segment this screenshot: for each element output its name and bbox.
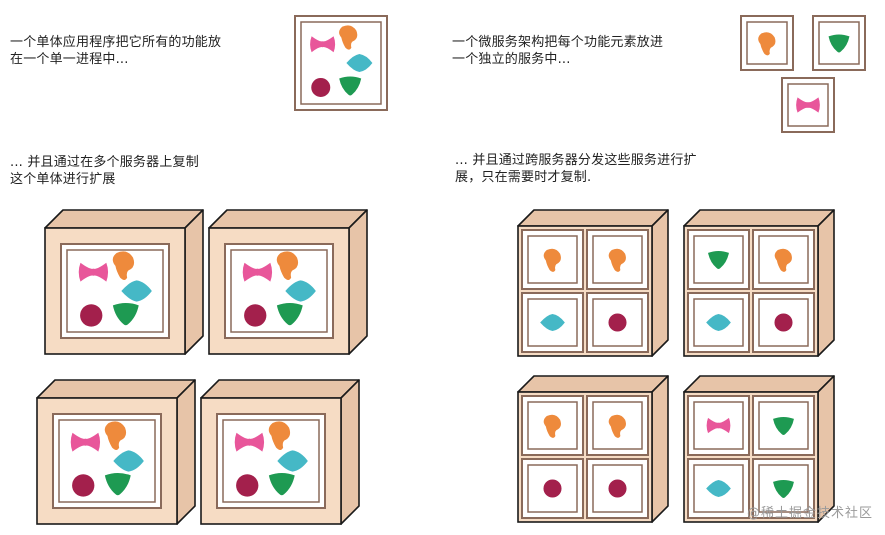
pink-bowtie-icon [70, 432, 101, 452]
green-triangle-icon [276, 302, 303, 326]
green-triangle-icon [773, 479, 794, 498]
green-triangle-icon [339, 76, 362, 96]
teal-diamond-icon [277, 450, 308, 472]
deployed-service [521, 229, 584, 290]
replicated-monolith [224, 243, 334, 339]
orange-bean-icon [104, 421, 127, 450]
teal-diamond-icon [121, 280, 152, 302]
replicated-monolith [216, 413, 326, 509]
teal-diamond-icon [706, 313, 731, 332]
deployed-service [586, 458, 649, 519]
deployed-service [521, 292, 584, 353]
deployed-service [752, 458, 815, 519]
orange-bean-icon [608, 248, 626, 272]
teal-diamond-icon [285, 280, 316, 302]
teal-diamond-icon [113, 450, 144, 472]
deployed-service [687, 458, 750, 519]
maroon-circle-icon [236, 474, 259, 497]
maroon-circle-icon [608, 313, 627, 332]
microservice [781, 77, 835, 133]
maroon-circle-icon [72, 474, 95, 497]
teal-diamond-icon [706, 479, 731, 498]
pink-bowtie-icon [310, 36, 336, 53]
deployed-service [687, 229, 750, 290]
teal-diamond-icon [346, 54, 373, 72]
orange-bean-icon [758, 32, 776, 56]
orange-bean-icon [774, 248, 792, 272]
green-triangle-icon [268, 472, 295, 496]
monolith-intro-caption: 一个单体应用程序把它所有的功能放 在一个单一进程中... [10, 35, 222, 67]
orange-bean-icon [543, 248, 561, 272]
maroon-circle-icon [244, 304, 267, 327]
maroon-circle-icon [311, 77, 331, 97]
deployed-service [752, 292, 815, 353]
deployed-service [586, 292, 649, 353]
green-triangle-icon [104, 472, 131, 496]
microservice [812, 15, 866, 71]
orange-bean-icon [339, 25, 358, 50]
maroon-circle-icon [543, 479, 562, 498]
deployed-service [687, 292, 750, 353]
orange-bean-icon [112, 251, 135, 280]
microservice-scaling-caption: ... 并且通过跨服务器分发这些服务进行扩 展，只在需要时才复制. [455, 153, 697, 185]
teal-diamond-icon [540, 313, 565, 332]
pink-bowtie-icon [234, 432, 265, 452]
pink-bowtie-icon [796, 97, 820, 113]
microservice [740, 15, 794, 71]
deployed-service [586, 395, 649, 456]
maroon-circle-icon [80, 304, 103, 327]
deployed-service [752, 229, 815, 290]
monolith-app [294, 15, 388, 111]
maroon-circle-icon [774, 313, 793, 332]
monolith-scaling-caption: ... 并且通过在多个服务器上复制 这个单体进行扩展 [10, 155, 199, 187]
deployed-service [521, 395, 584, 456]
deployed-service [586, 229, 649, 290]
pink-bowtie-icon [78, 262, 109, 282]
replicated-monolith [60, 243, 170, 339]
green-triangle-icon [112, 302, 139, 326]
deployed-service [687, 395, 750, 456]
pink-bowtie-icon [706, 417, 731, 434]
watermark: @稀土掘金技术社区 [746, 506, 873, 521]
orange-bean-icon [608, 414, 626, 438]
orange-bean-icon [276, 251, 299, 280]
pink-bowtie-icon [242, 262, 273, 282]
deployed-service [521, 458, 584, 519]
orange-bean-icon [268, 421, 291, 450]
green-triangle-icon [828, 34, 850, 53]
green-triangle-icon [773, 416, 794, 435]
microservice-intro-caption: 一个微服务架构把每个功能元素放进 一个独立的服务中... [452, 35, 664, 67]
replicated-monolith [52, 413, 162, 509]
orange-bean-icon [543, 414, 561, 438]
green-triangle-icon [708, 250, 729, 269]
deployed-service [752, 395, 815, 456]
maroon-circle-icon [608, 479, 627, 498]
